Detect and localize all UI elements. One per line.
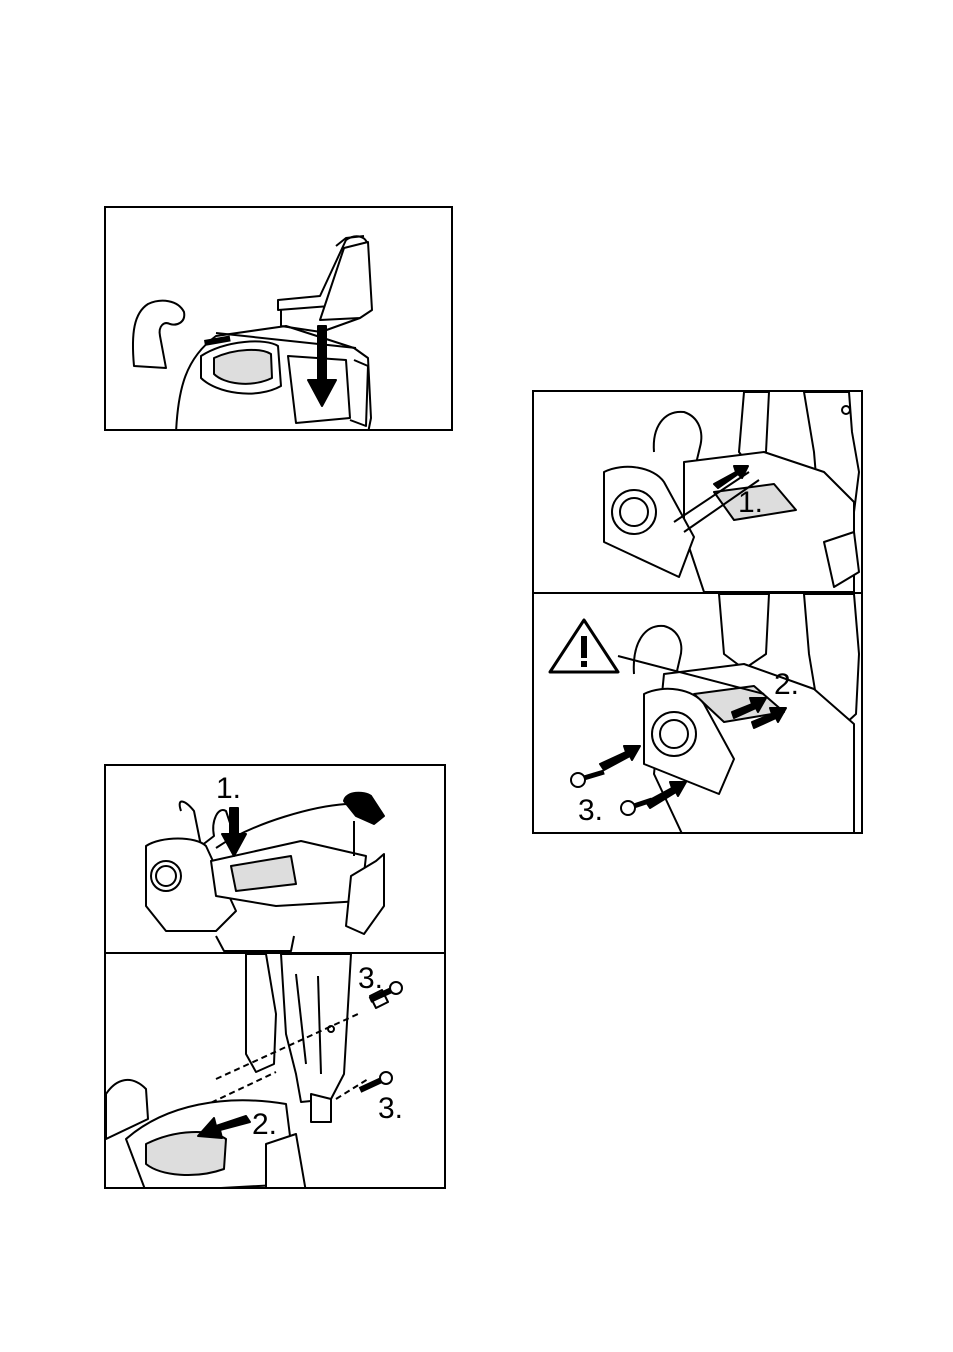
- arrow-icon: [600, 746, 640, 770]
- step-label: 2.: [774, 670, 799, 700]
- step-label: 1.: [738, 488, 763, 518]
- left-grip-icon: [133, 301, 184, 368]
- handle-insert-drawing: [106, 208, 453, 431]
- step-label: 3.: [358, 964, 383, 994]
- figure-side-cover: 1.: [532, 390, 863, 834]
- step-label: 2.: [252, 1110, 277, 1140]
- screw-icon: [571, 772, 604, 787]
- frame-screws-drawing: [106, 954, 446, 1189]
- step-label: 1.: [216, 774, 241, 804]
- side-cover-top-drawing: [534, 392, 863, 592]
- figure-frame-mount: 1.: [104, 764, 446, 1189]
- step-label: 3.: [378, 1094, 403, 1124]
- figure-handle-insert: [104, 206, 453, 431]
- step-label: 3.: [578, 796, 603, 826]
- warning-triangle-icon: [550, 620, 618, 672]
- screw-icon: [621, 800, 652, 815]
